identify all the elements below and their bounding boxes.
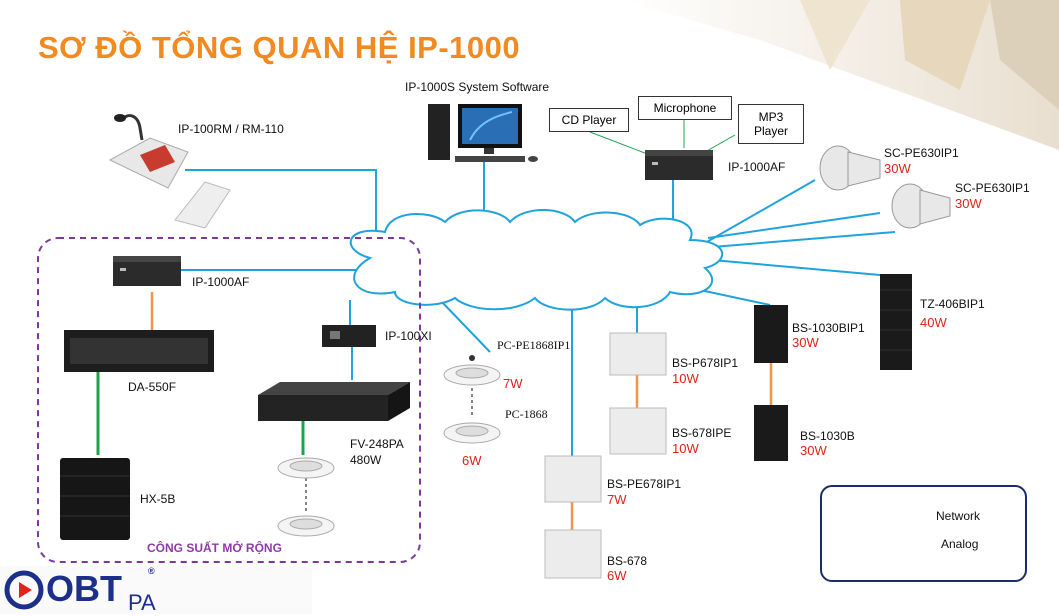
horn-speaker-icons bbox=[819, 145, 951, 229]
fv248pa-label: FV-248PA bbox=[350, 437, 404, 451]
pc1868-power: 6W bbox=[462, 453, 482, 468]
hx5b-icon bbox=[60, 458, 130, 540]
bs-p678ip1-label: BS-P678IP1 bbox=[672, 356, 739, 370]
logo-mark: OBT bbox=[46, 568, 122, 609]
ip100rm-icon bbox=[108, 114, 231, 229]
sc-pe630ip1-b-label: SC-PE630IP1 bbox=[955, 181, 1030, 195]
box-speaker-icons bbox=[544, 332, 667, 579]
pc-pe1868ip1-power: 7W bbox=[503, 376, 523, 391]
ip1000af-top-icon bbox=[645, 150, 713, 180]
bs678ipe-power: 10W bbox=[672, 441, 699, 456]
software-label: IP-1000S System Software bbox=[405, 80, 550, 94]
logo-mark-icon bbox=[4, 570, 44, 610]
column-speaker-icon bbox=[880, 274, 912, 370]
da550f-icon bbox=[64, 330, 214, 372]
bs1030b-label: BS-1030B bbox=[800, 429, 855, 443]
cd-player-box: CD Player bbox=[549, 108, 629, 132]
ip100rm-label: IP-100RM / RM-110 bbox=[178, 122, 284, 136]
ip1000af-top-label: IP-1000AF bbox=[728, 160, 786, 174]
page-title: SƠ ĐỒ TỔNG QUAN HỆ IP-1000 bbox=[38, 30, 521, 65]
sc-pe630ip1-b-power: 30W bbox=[955, 196, 982, 211]
pc1868-label: PC-1868 bbox=[505, 407, 548, 421]
logo-registered: ® bbox=[148, 566, 155, 576]
bs-pe678ip1-power: 7W bbox=[607, 492, 627, 507]
ceiling-speaker-icons bbox=[277, 364, 501, 537]
microphone-label: Microphone bbox=[653, 101, 717, 115]
cd-player-label: CD Player bbox=[561, 113, 617, 127]
ip100xi-icon bbox=[322, 325, 376, 347]
mp3-player-label-line1: MP3 bbox=[758, 110, 784, 124]
expansion-label: CÔNG SUẤT MỞ RỘNG bbox=[147, 541, 282, 555]
bs678-power: 6W bbox=[607, 568, 627, 583]
logo: OBT ® PA bbox=[0, 566, 312, 615]
network-cloud bbox=[349, 209, 724, 311]
pc-icon bbox=[428, 104, 538, 162]
legend-network-label: Network bbox=[936, 509, 981, 523]
mp3-player-label-line2: Player bbox=[753, 124, 788, 138]
ip1000af-left-label: IP-1000AF bbox=[192, 275, 250, 289]
bs678ipe-label: BS-678IPE bbox=[672, 426, 732, 440]
fv248pa-power: 480W bbox=[350, 453, 382, 467]
sc-pe630ip1-a-label: SC-PE630IP1 bbox=[884, 146, 959, 160]
bs-pe678ip1-label: BS-PE678IP1 bbox=[607, 477, 682, 491]
legend-analog-label: Analog bbox=[941, 537, 979, 551]
logo-suffix: PA bbox=[128, 590, 156, 615]
mp3-player-box: MP3 Player bbox=[738, 104, 804, 144]
tz406bip1-label: TZ-406BIP1 bbox=[920, 297, 985, 311]
bs1030b-power: 30W bbox=[800, 443, 827, 458]
expansion-region bbox=[37, 237, 421, 563]
black-speaker-icons bbox=[754, 305, 788, 461]
microphone-box: Microphone bbox=[638, 96, 732, 120]
sc-pe630ip1-a-power: 30W bbox=[884, 161, 911, 176]
ip1000af-left-icon bbox=[113, 256, 181, 286]
legend bbox=[820, 485, 1027, 582]
bs678-label: BS-678 bbox=[607, 554, 648, 568]
hx5b-label: HX-5B bbox=[140, 492, 176, 506]
tz406bip1-power: 40W bbox=[920, 315, 947, 330]
pc-pe1868ip1-label: PC-PE1868IP1 bbox=[497, 338, 571, 352]
ip100xi-label: IP-100XI bbox=[385, 329, 432, 343]
bs1030bip1-label: BS-1030BIP1 bbox=[792, 321, 865, 335]
bs-p678ip1-power: 10W bbox=[672, 371, 699, 386]
bs1030bip1-power: 30W bbox=[792, 335, 819, 350]
da550f-label: DA-550F bbox=[128, 380, 177, 394]
fv248pa-icon bbox=[258, 382, 410, 421]
